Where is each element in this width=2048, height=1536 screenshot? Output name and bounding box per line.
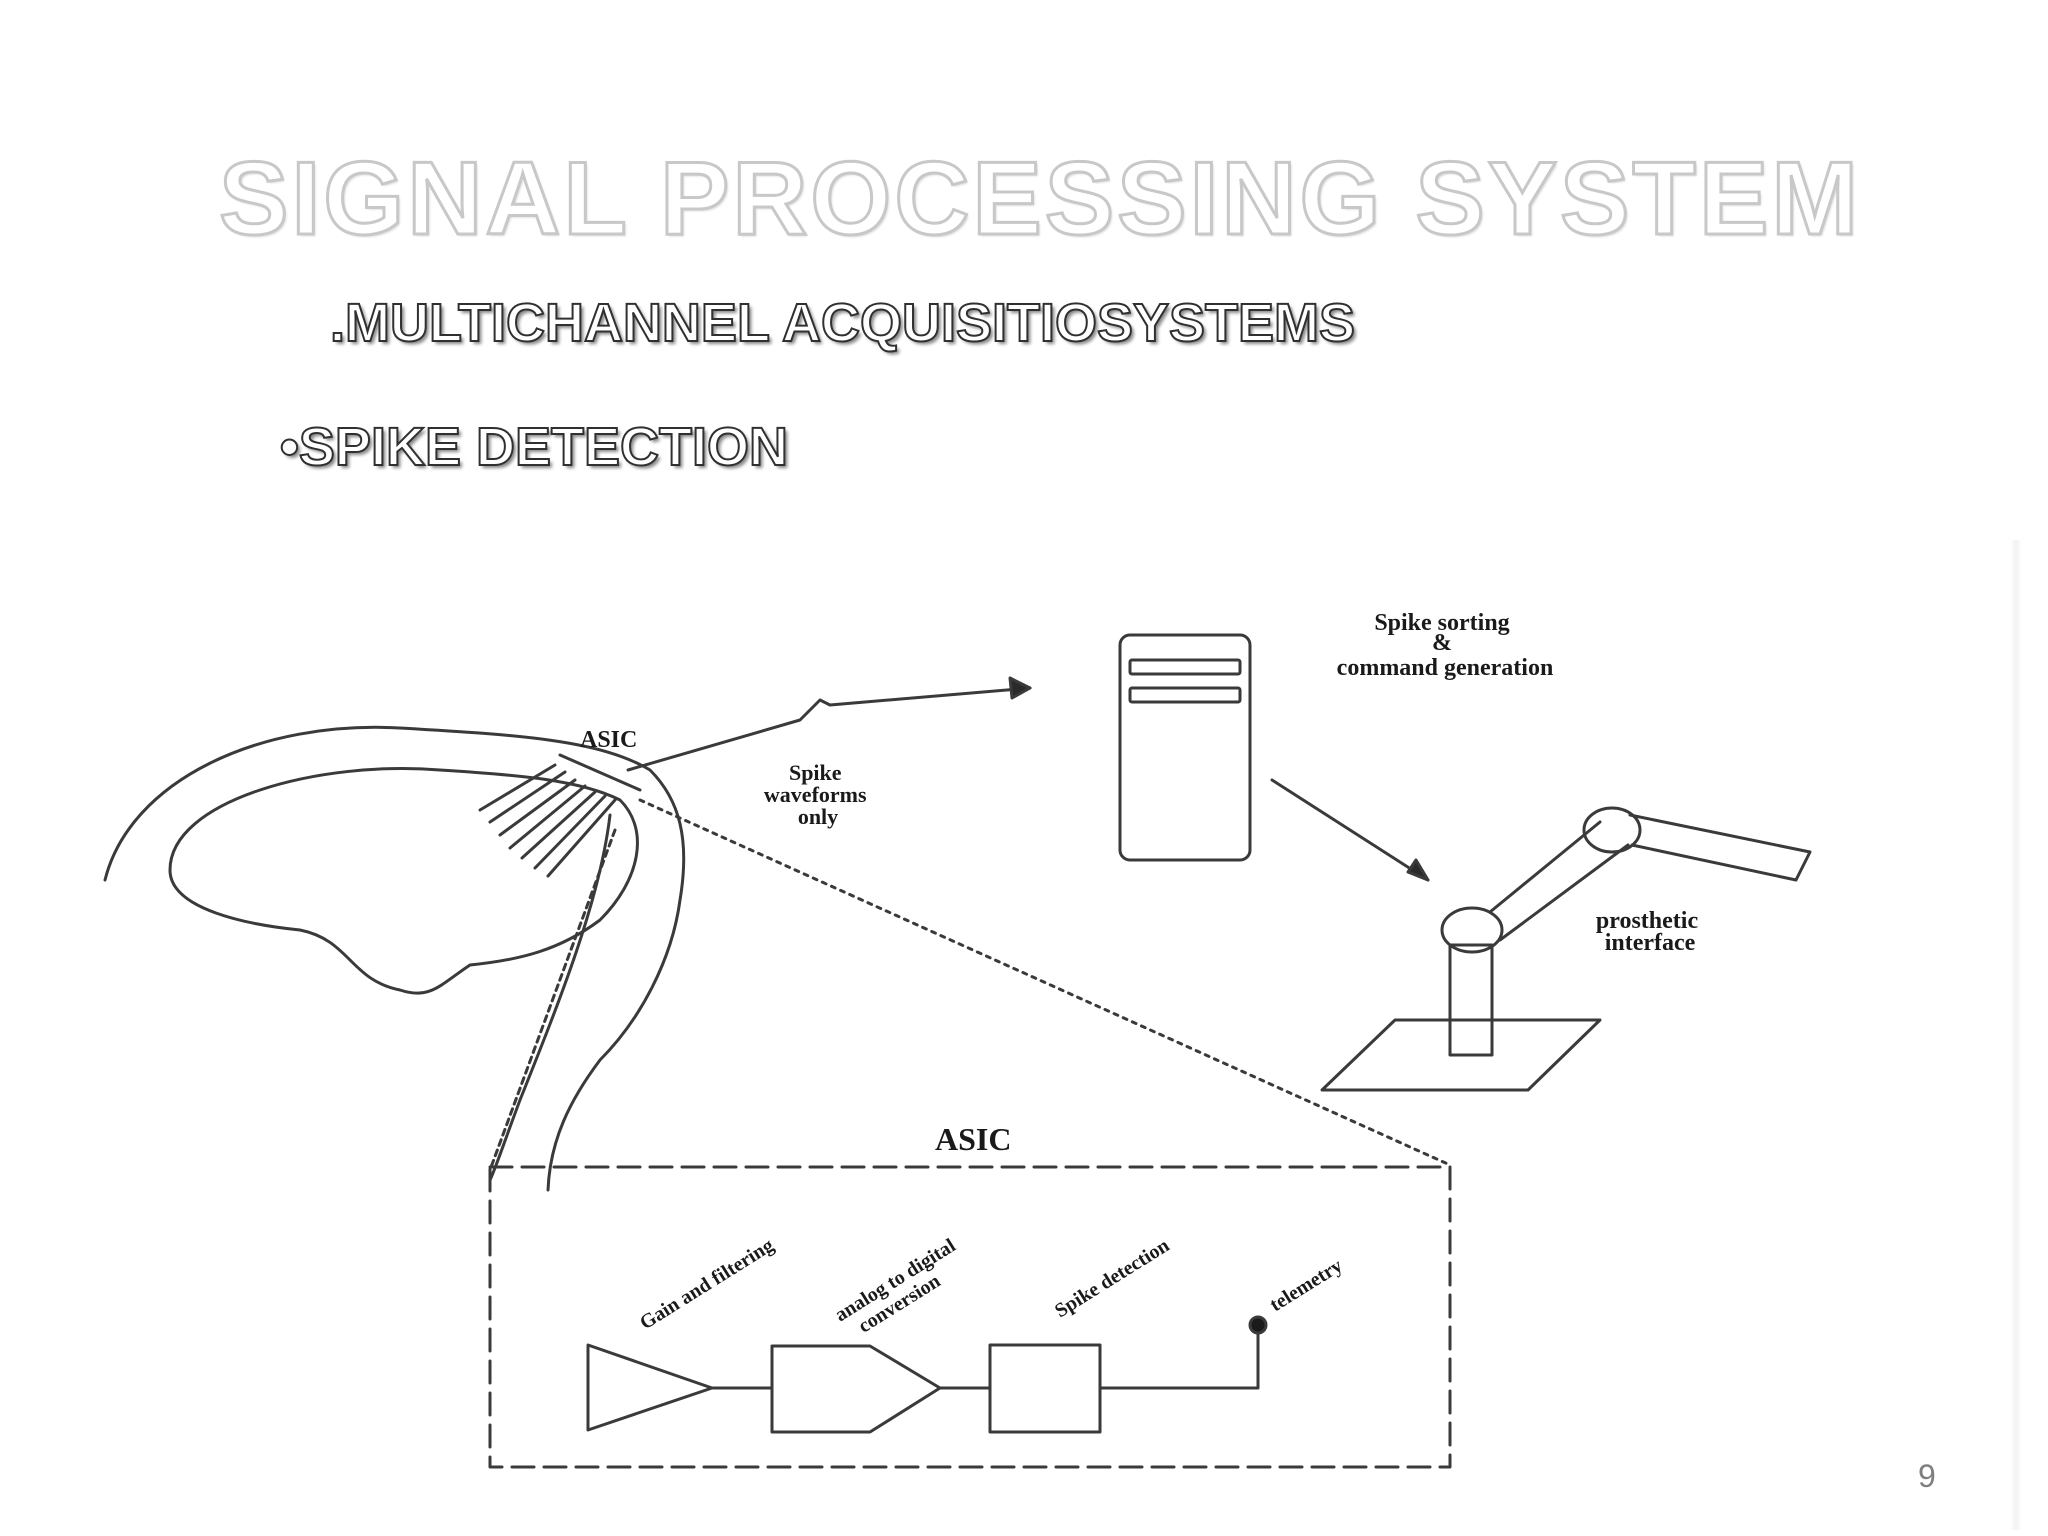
electrode-array	[478, 753, 642, 878]
telemetry-node	[1248, 1315, 1268, 1335]
stage-gain-label: Gain and filtering	[636, 1234, 778, 1334]
drive-bay-1	[1128, 658, 1242, 676]
computer-caption-line-1: Spike sorting	[1374, 610, 1509, 636]
stage-telemetry-label: telemetry	[1266, 1255, 1346, 1317]
amplifier-icon	[586, 1343, 714, 1432]
computer-caption-line-2: &	[1432, 630, 1452, 656]
asic-box-title: ASIC	[935, 1121, 1011, 1157]
spike-waveforms-line-3: only	[798, 804, 838, 829]
prosthetic-label: prosthetic interface	[1596, 908, 1704, 956]
spike-waveforms-line-1: Spike	[789, 760, 842, 785]
bullet-spike-detection: •SPIKE DETECTION	[279, 416, 789, 478]
prosthetic-arm-icon	[1320, 806, 1812, 1092]
zoom-line-right	[638, 798, 1452, 1167]
bullet-multichannel: .MULTICHANNEL ACQUISITIOSYSTEMS	[329, 292, 1356, 354]
wireless-arrowhead	[1008, 676, 1032, 700]
spike-waveforms-label: Spike waveforms only	[764, 760, 872, 829]
computer-tower	[1118, 633, 1252, 862]
neck-line	[488, 813, 612, 1182]
slide-edge-shadow	[2010, 540, 2022, 1530]
drive-bay-2	[1128, 686, 1242, 704]
computer-caption-line-3: command generation	[1337, 655, 1554, 681]
head-outline	[103, 725, 686, 1192]
command-arrowhead	[1406, 858, 1430, 882]
asic-box	[488, 1165, 1452, 1469]
prosthetic-label-line-1: prosthetic	[1596, 908, 1699, 934]
stage-adc-label: analog to digital conversion	[831, 1232, 975, 1345]
stage-spike-detection-label: Spike detection	[1051, 1234, 1173, 1322]
zoom-line-left	[488, 828, 617, 1172]
page-number: 9	[1918, 1458, 1936, 1494]
brain-outline	[168, 766, 639, 995]
prosthetic-label-line-2: interface	[1605, 930, 1696, 956]
wireless-link	[626, 686, 1032, 772]
spike-waveforms-line-2: waveforms	[764, 782, 867, 807]
spike-detection-block	[988, 1343, 1102, 1434]
asic-label-top: ASIC	[580, 727, 637, 753]
command-arrow	[1270, 778, 1430, 882]
slide-title: SIGNAL PROCESSING SYSTEM	[218, 140, 1861, 259]
wire-3	[1098, 1328, 1260, 1390]
computer-caption: Spike sorting & command generation	[1337, 610, 1554, 681]
adc-block	[770, 1344, 942, 1434]
